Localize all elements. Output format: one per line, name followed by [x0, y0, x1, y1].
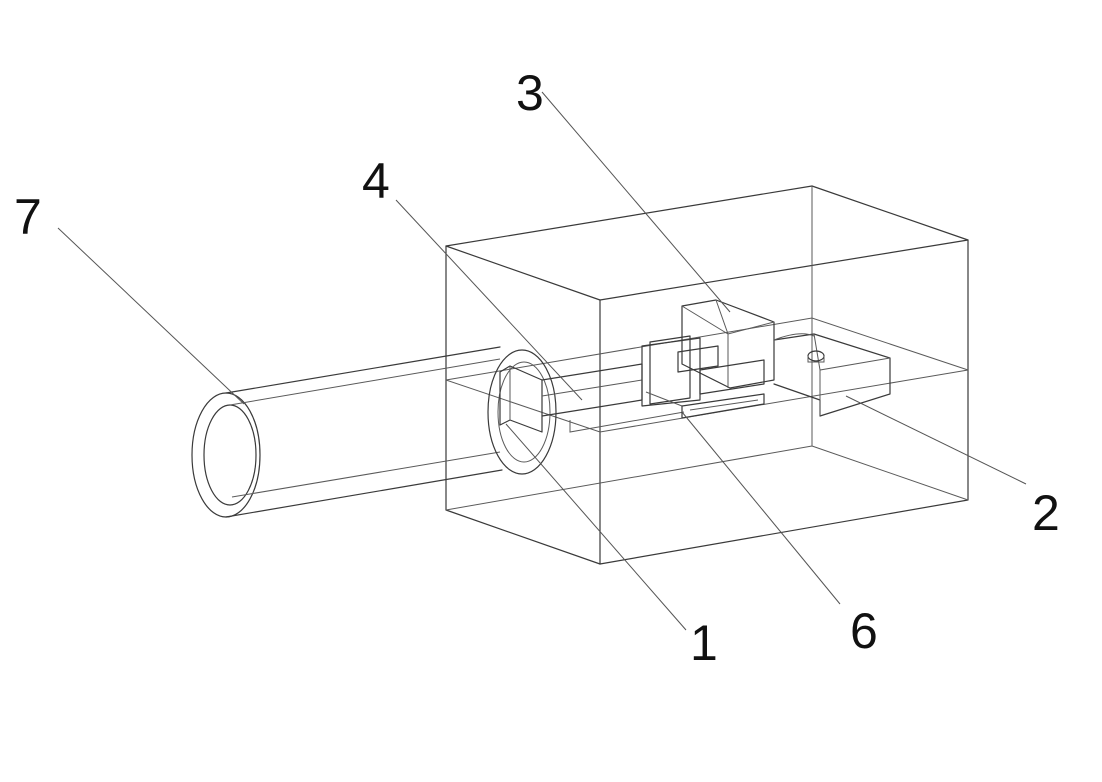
label-4: 4: [362, 153, 390, 209]
center-mechanism: [641, 335, 765, 416]
leader-lines: [57, 91, 1027, 631]
leader-7: [57, 227, 245, 405]
top-block: [681, 299, 775, 389]
bottom-block: [681, 393, 765, 419]
leader-2: [845, 395, 1027, 485]
reference-numerals: 7 4 3 1 6 2: [14, 65, 1060, 671]
leader-3: [541, 91, 731, 313]
label-2: 2: [1032, 485, 1060, 541]
leader-6: [681, 411, 841, 605]
housing-box: [445, 185, 969, 565]
label-1: 1: [690, 615, 718, 671]
label-6: 6: [850, 603, 878, 659]
leader-1: [505, 423, 687, 631]
leader-4: [395, 199, 583, 401]
label-7: 7: [14, 189, 42, 245]
label-3: 3: [516, 65, 544, 121]
outlet-piece: [773, 333, 891, 417]
pipe: [191, 346, 557, 518]
inlet-piece: [499, 365, 543, 433]
